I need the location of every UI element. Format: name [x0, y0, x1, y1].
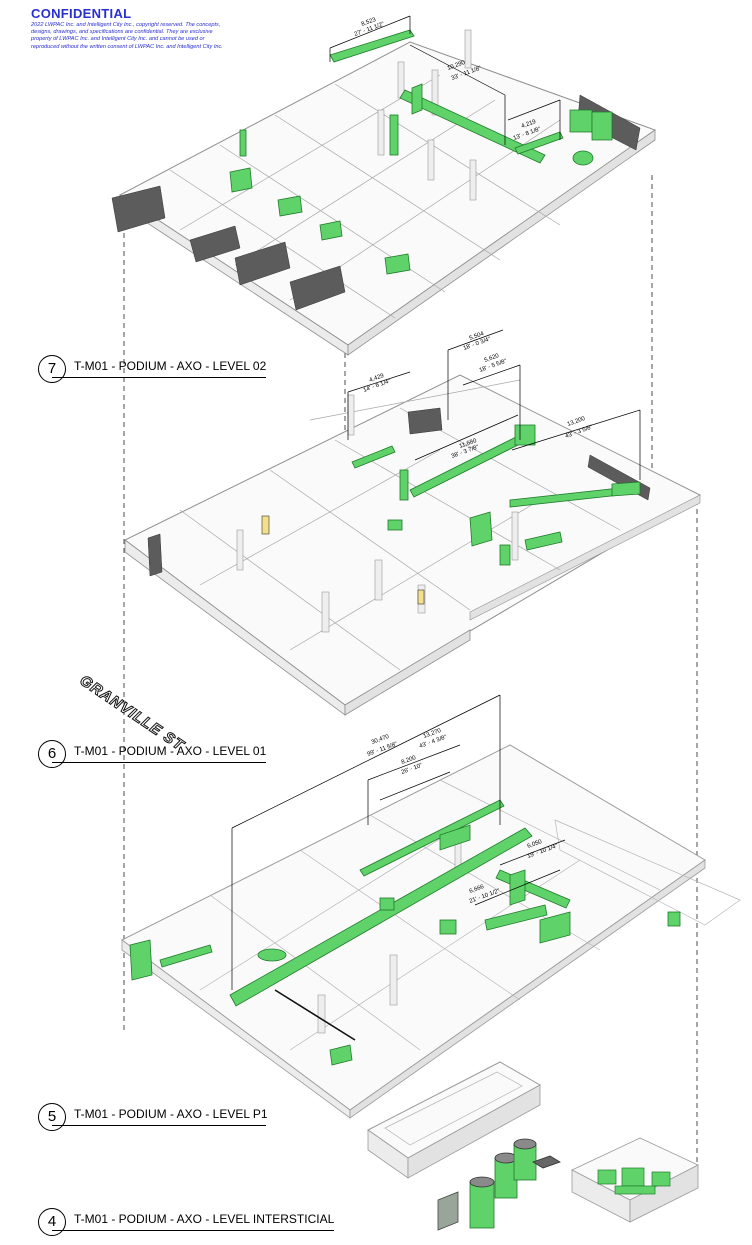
dim-text: 5,504: [469, 331, 486, 342]
level-p1-model: 30,470 99' - 11 5/8" 13,270 43' - 4 3/8"…: [121, 694, 741, 1119]
view-number: 4: [38, 1208, 66, 1236]
view-label-level-interstitial: 4 T-M01 - PODIUM - AXO - LEVEL INTERSTIC…: [38, 1208, 348, 1236]
confidential-notice: 2022 LWPAC Inc. and Intelligent City Inc…: [31, 22, 223, 50]
view-underline: [52, 1125, 266, 1126]
view-label-level-01: 6 T-M01 - PODIUM - AXO - LEVEL 01: [38, 740, 278, 768]
view-underline: [52, 1230, 334, 1231]
dim-text: 6,666: [469, 884, 486, 895]
confidential-title: CONFIDENTIAL: [31, 6, 132, 21]
view-title: T-M01 - PODIUM - AXO - LEVEL 02: [74, 359, 267, 373]
dim-text: 6,050: [527, 839, 544, 850]
dim-text: 13,200: [567, 416, 587, 428]
level-interstitial-model: [367, 1061, 699, 1231]
view-underline: [52, 377, 266, 378]
alignment-lines: [123, 175, 698, 1180]
view-number: 6: [38, 740, 66, 768]
view-title: T-M01 - PODIUM - AXO - LEVEL INTERSTICIA…: [74, 1212, 335, 1226]
view-label-level-p1: 5 T-M01 - PODIUM - AXO - LEVEL P1: [38, 1103, 278, 1131]
view-title: T-M01 - PODIUM - AXO - LEVEL 01: [74, 744, 267, 758]
view-label-level-02: 7 T-M01 - PODIUM - AXO - LEVEL 02: [38, 355, 278, 383]
view-title: T-M01 - PODIUM - AXO - LEVEL P1: [74, 1107, 268, 1121]
dim-text: 8,200: [401, 755, 418, 766]
level-01-model: 4,429 14' - 6 1/4" 5,504 18' - 0 3/4" 5,…: [124, 329, 702, 716]
interstitial-equipment: [437, 1138, 561, 1231]
view-number: 5: [38, 1103, 66, 1131]
dim-text: 4,429: [369, 373, 386, 384]
dim-text: 11,680: [459, 438, 479, 450]
dim-text: 4,219: [521, 119, 538, 130]
view-underline: [52, 762, 266, 763]
dim-text: 5,620: [484, 353, 501, 364]
level-p1-ductwork: [129, 799, 681, 1066]
level-02-model: 8,523 27' - 11 1/2" 10,290 33' - 11 1/8"…: [111, 15, 657, 356]
view-number: 7: [38, 355, 66, 383]
dim-text: 8,523: [361, 17, 378, 28]
level-02-ductwork: [229, 29, 613, 275]
